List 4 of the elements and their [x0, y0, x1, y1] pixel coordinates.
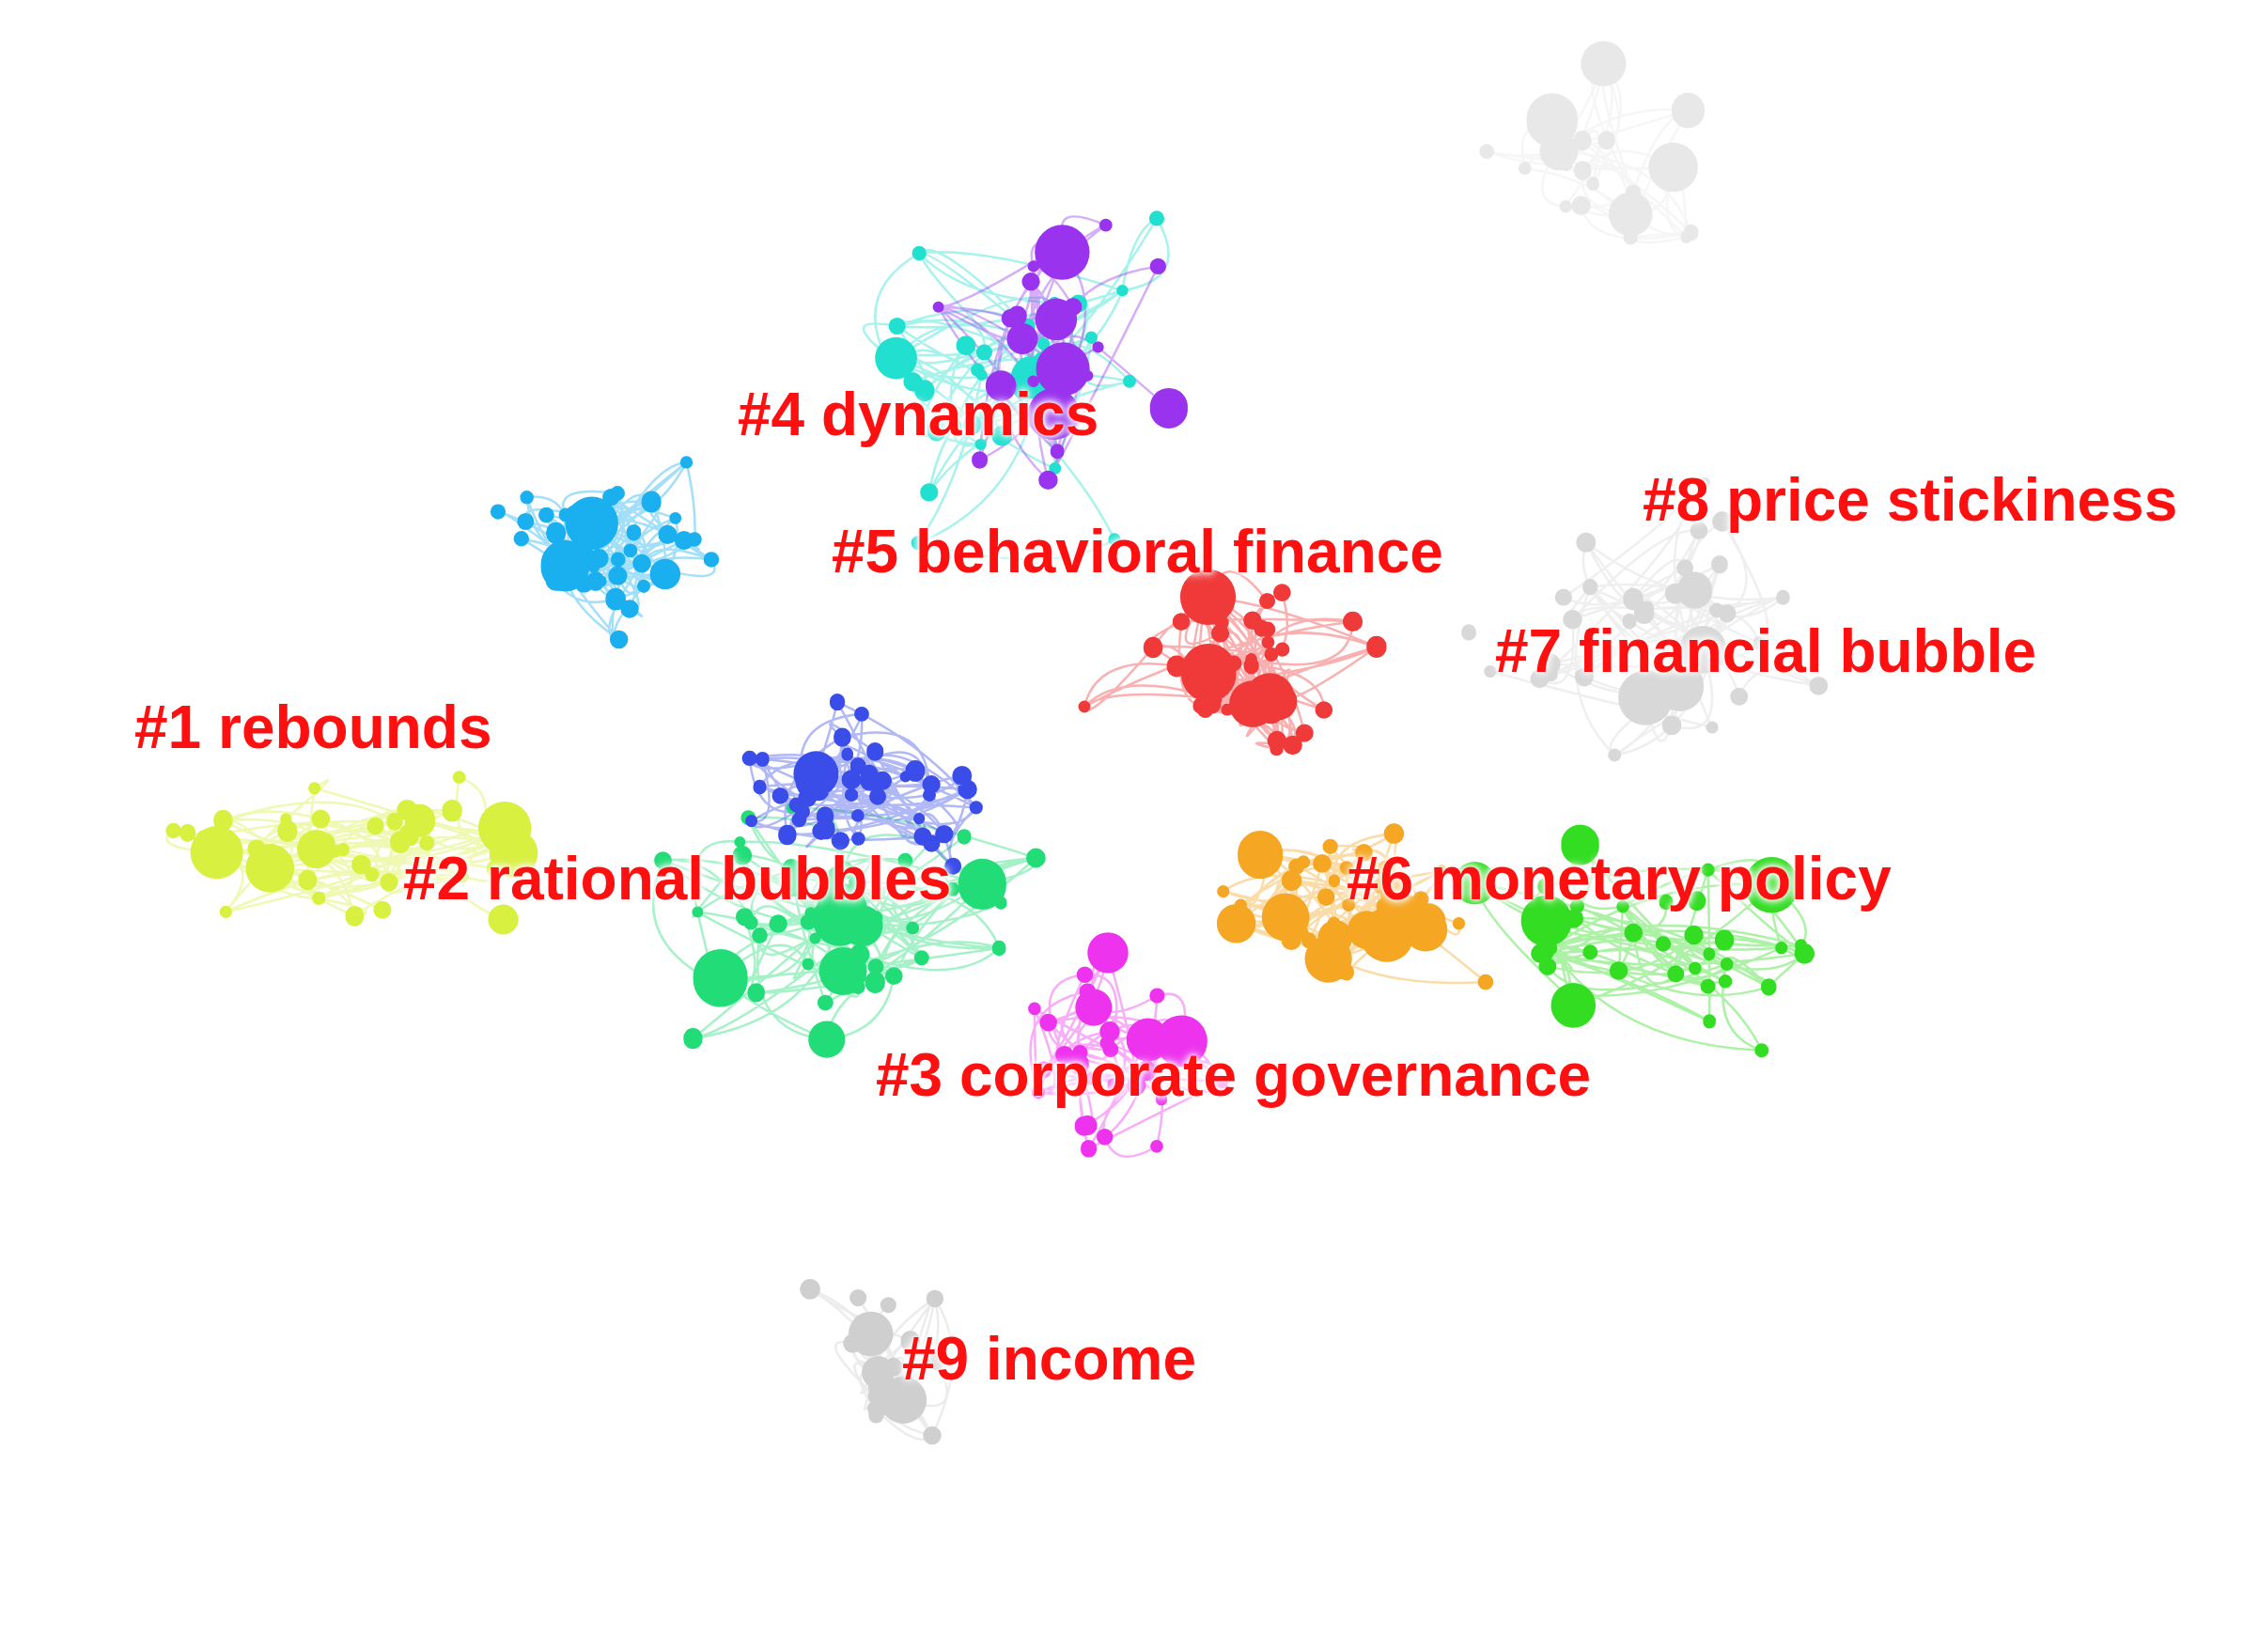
- cluster-label: #1 rebounds: [134, 697, 492, 757]
- cluster-label: #5 behavioral finance: [832, 522, 1443, 582]
- cluster-label: #9 income: [902, 1329, 1197, 1389]
- cluster-label: #7 financial bubble: [1495, 621, 2037, 681]
